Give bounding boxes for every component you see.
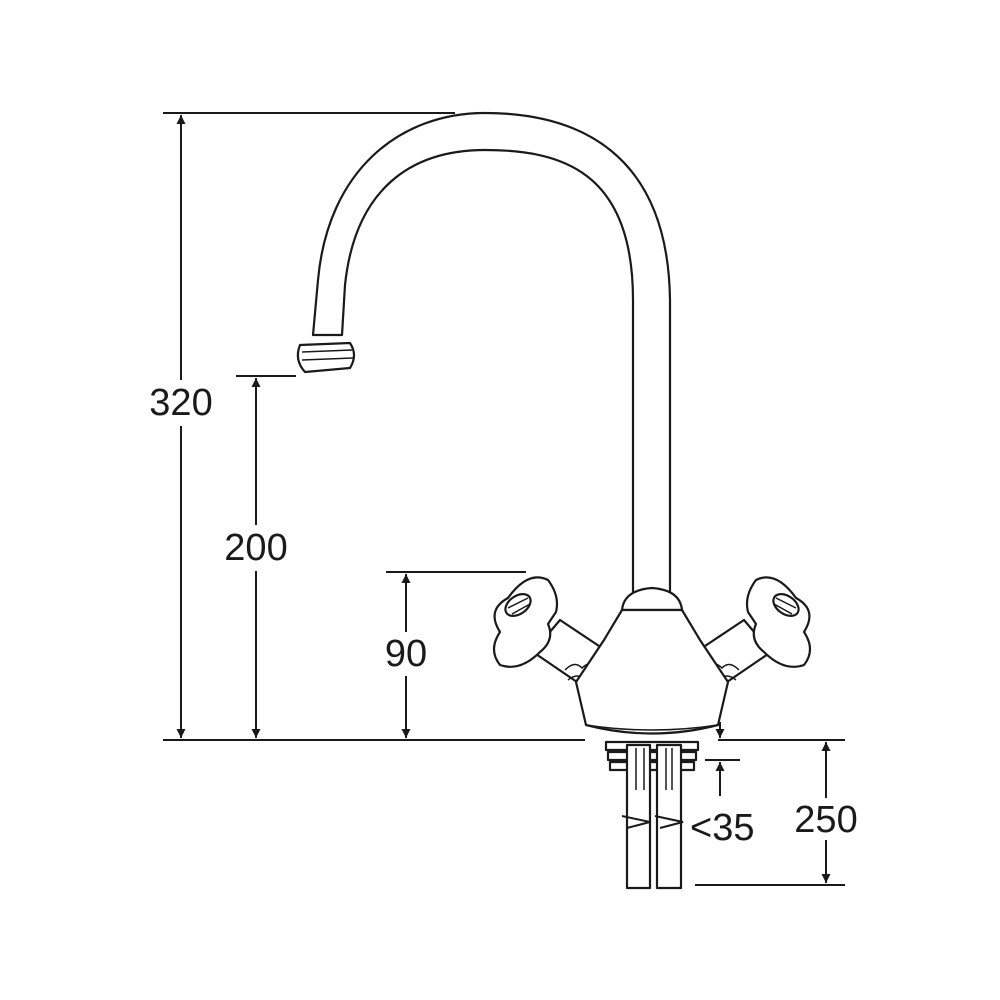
label-250: 250	[794, 799, 857, 841]
left-cross-handle	[492, 576, 559, 668]
label-90: 90	[385, 633, 427, 675]
spout-collar	[620, 586, 684, 612]
faucet-body	[296, 111, 812, 890]
base-washers	[604, 740, 700, 772]
label-200: 200	[224, 527, 287, 569]
right-cross-handle	[745, 576, 812, 668]
mixer-body	[574, 608, 730, 735]
spout	[311, 111, 672, 594]
shanks	[621, 743, 684, 890]
label-320: 320	[149, 382, 212, 424]
aerator	[296, 341, 356, 374]
label-less-than-35: <35	[690, 807, 754, 849]
dimension-lines	[163, 112, 845, 886]
